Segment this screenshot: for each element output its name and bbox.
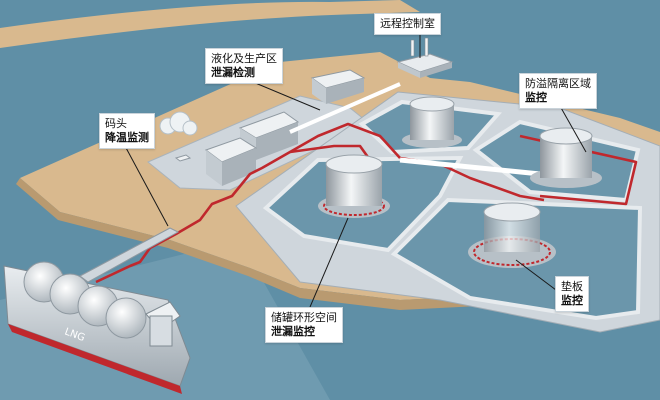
lng-carrier-ship: LNG (3, 261, 191, 394)
cloud-icon (159, 111, 198, 136)
callout-pad: 垫板 监控 (555, 276, 589, 312)
access-walkway (289, 82, 401, 134)
callout-liquefaction-area: 液化及生产区 泄漏检测 (205, 48, 283, 84)
callout-remote-control-room: 远程控制室 (374, 13, 441, 35)
callout-liquefaction-title: 液化及生产区 (211, 52, 277, 65)
callout-dock-title: 码头 (105, 117, 127, 130)
callout-remote-label: 远程控制室 (380, 17, 435, 30)
callout-annulus-title: 储罐环形空间 (271, 311, 337, 324)
access-walkway-east (399, 157, 561, 179)
callout-annulus-subtitle: 泄漏监控 (271, 325, 315, 338)
callout-tank-annulus: 储罐环形空间 泄漏监控 (265, 307, 343, 343)
callout-overflow-subtitle: 监控 (525, 91, 547, 104)
callout-overflow-title: 防溢隔离区域 (525, 77, 591, 90)
jetty (79, 227, 180, 283)
callout-pad-subtitle: 监控 (561, 294, 583, 307)
callout-pad-title: 垫板 (561, 280, 583, 293)
callout-dock-subtitle: 降温监测 (105, 131, 149, 144)
storage-tank-northeast (530, 127, 602, 188)
remote-control-building (396, 37, 454, 78)
callout-dock: 码头 降温监测 (99, 113, 155, 149)
callout-pointers (124, 33, 587, 308)
callout-liquefaction-subtitle: 泄漏检测 (211, 66, 255, 79)
storage-tank-southeast (468, 202, 556, 268)
shore-road (0, 0, 420, 48)
callout-overflow-zone: 防溢隔离区域 监控 (519, 73, 597, 109)
storage-tank-north (402, 96, 462, 148)
storage-tank-west (318, 154, 390, 218)
production-buildings (174, 69, 366, 186)
